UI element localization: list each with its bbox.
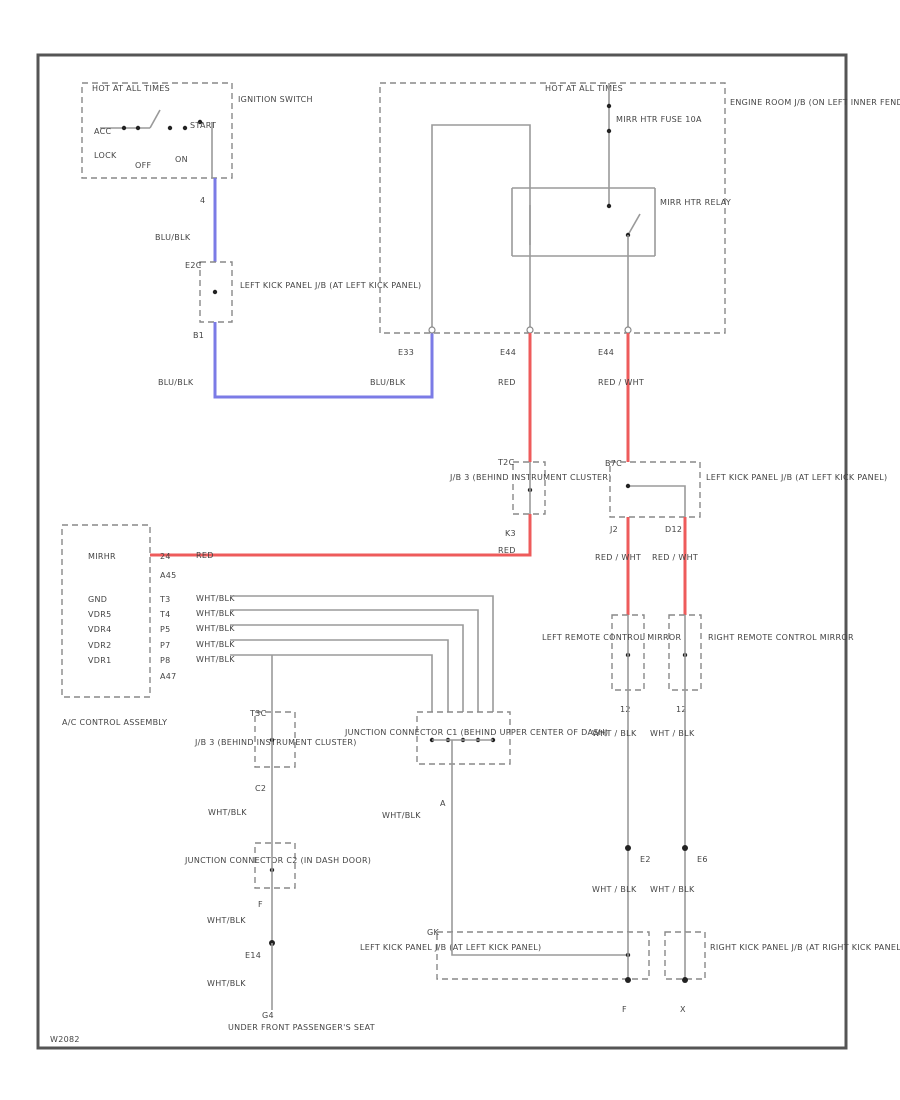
ac-control-box [61, 524, 151, 698]
ac-row-pin: 24 [160, 552, 171, 561]
wire-label-red-2: RED [498, 546, 516, 555]
ac-row-label: GND [88, 595, 107, 604]
engine-room-jb-box [379, 82, 726, 334]
left-kick-top-pin-bottom: B1 [193, 331, 204, 340]
left-kick-jb-top-name: LEFT KICK PANEL J/B (AT LEFT KICK PANEL) [240, 281, 421, 290]
left-kick-bottom-pin-bottom: F [622, 1005, 627, 1014]
ac-row-pin: A47 [160, 672, 177, 681]
ground-e2: E2 [640, 855, 651, 864]
right-mirror-pin: 12 [676, 705, 687, 714]
ac-row-pin: T3 [159, 595, 171, 604]
wire-label-wht-blk-3: WHT/BLK [207, 916, 246, 925]
ac-row-label: VDR4 [88, 625, 111, 634]
right-kick-jb-name: RIGHT KICK PANEL J/B (AT RIGHT KICK PANE… [710, 943, 900, 952]
left-kick-jb-bottom-box [436, 931, 650, 980]
ac-row-label: VDR1 [88, 656, 111, 665]
wire-label-red-wht-1: RED / WHT [598, 378, 644, 387]
engine-room-hot-label: HOT AT ALL TIMES [545, 84, 623, 93]
ground-e6: E6 [697, 855, 708, 864]
left-kick-jb-bottom-name: LEFT KICK PANEL J/B (AT LEFT KICK PANEL) [360, 943, 541, 952]
jb3-bottom-name: J/B 3 (BEHIND INSTRUMENT CLUSTER) [194, 738, 357, 747]
engine-room-fuse: MIRR HTR FUSE 10A [616, 115, 702, 124]
ac-row-wire-color: RED [196, 551, 214, 560]
engine-room-name: ENGINE ROOM J/B (ON LEFT INNER FENDER PA… [730, 98, 900, 107]
ign-on: ON [175, 155, 188, 164]
right-kick-pin-bottom: X [680, 1005, 686, 1014]
wire-label-wht-blk-4: WHT/BLK [207, 979, 246, 988]
left-kick-jb-right-box [609, 461, 701, 518]
junction-c2-pin: F [258, 900, 263, 909]
ac-row-pin: A45 [160, 571, 177, 580]
junction-c2-box [254, 842, 296, 889]
ignition-hot-label: HOT AT ALL TIMES [92, 84, 170, 93]
ac-row-pin: P5 [160, 625, 171, 634]
wire-label-red-wht-3: RED / WHT [652, 553, 698, 562]
wire-label-wht-blk-2: WHT/BLK [382, 811, 421, 820]
wire-label-wht-blk-5: WHT / BLK [592, 729, 637, 738]
wire-blu-blk-lower [213, 322, 434, 399]
wire-label-red-wht-2: RED / WHT [595, 553, 641, 562]
ign-pin: 4 [200, 196, 205, 205]
wire-label-red-1: RED [498, 378, 516, 387]
left-kick-top-pin-top: E2C [185, 261, 202, 270]
wire-label-blu-blk-3: BLU/BLK [370, 378, 406, 387]
jb3-bottom-pin-bottom: C2 [255, 784, 266, 793]
wire-label-blu-blk-1: BLU/BLK [155, 233, 191, 242]
ac-row-label: VDR5 [88, 610, 111, 619]
ac-row-wire-color: WHT/BLK [196, 594, 235, 603]
ignition-switch-label: IGNITION SWITCH [238, 95, 313, 104]
ignition-switch-box [81, 82, 233, 179]
jb3-top-pin-bottom: K3 [505, 529, 516, 538]
ac-row-pin: P8 [160, 656, 171, 665]
wire-red-2 [150, 514, 532, 557]
junction-c1-name: JUNCTION CONNECTOR C1 (BEHIND UPPER CENT… [344, 728, 608, 737]
wire-label-wht-blk-8: WHT / BLK [650, 885, 695, 894]
ign-off: OFF [135, 161, 151, 170]
engine-room-pin-2: E44 [500, 348, 516, 357]
wire-label-blu-blk-2: BLU/BLK [158, 378, 194, 387]
jb3-bottom-box [254, 711, 296, 768]
wire-label-wht-blk-6: WHT / BLK [650, 729, 695, 738]
left-kick-right-pin-right: D12 [665, 525, 682, 534]
left-mirror-name: LEFT REMOTE CONTROL MIRROR [542, 633, 681, 642]
ground-e14: E14 [245, 951, 261, 960]
ac-row-label: MIRHR [88, 552, 116, 561]
jb3-top-pin-top: T2C [497, 458, 515, 467]
ac-row-wire-color: WHT/BLK [196, 624, 235, 633]
jb3-bottom-pin-top: T3C [249, 709, 267, 718]
junction-c1-pin: A [440, 799, 446, 808]
left-kick-jb-top-box [199, 261, 233, 323]
ac-row-pin: T4 [159, 610, 171, 619]
ac-row-wire-color: WHT/BLK [196, 655, 235, 664]
left-kick-right-pin-top: B7C [605, 459, 622, 468]
diagram-frame [36, 53, 848, 1050]
left-kick-bottom-pin: GK [427, 928, 439, 937]
ground-id: G4 [262, 1011, 274, 1020]
ign-acc: ACC [94, 127, 112, 136]
ign-lock: LOCK [94, 151, 117, 160]
ground-under-seat: UNDER FRONT PASSENGER'S SEAT [228, 1023, 375, 1032]
engine-room-pin-1: E33 [398, 348, 414, 357]
ac-control-name: A/C CONTROL ASSEMBLY [62, 718, 167, 727]
engine-room-pin-3: E44 [598, 348, 614, 357]
left-mirror-pin: 12 [620, 705, 631, 714]
junction-c1-box [416, 711, 511, 765]
wire-label-wht-blk-7: WHT / BLK [592, 885, 637, 894]
junction-c2-name: JUNCTION CONNECTOR C2 (IN DASH DOOR) [184, 856, 371, 865]
ign-start: START [190, 121, 216, 130]
diagram-id: W2082 [50, 1035, 80, 1044]
right-mirror-name: RIGHT REMOTE CONTROL MIRROR [708, 633, 854, 642]
left-kick-jb-right-name: LEFT KICK PANEL J/B (AT LEFT KICK PANEL) [706, 473, 887, 482]
ac-row-wire-color: WHT/BLK [196, 640, 235, 649]
engine-room-relay: MIRR HTR RELAY [660, 198, 731, 207]
left-kick-right-pin-left: J2 [609, 525, 618, 534]
ac-row-pin: P7 [160, 641, 171, 650]
ac-row-label: VDR2 [88, 641, 111, 650]
ac-row-wire-color: WHT/BLK [196, 609, 235, 618]
wire-label-wht-blk-1: WHT/BLK [208, 808, 247, 817]
